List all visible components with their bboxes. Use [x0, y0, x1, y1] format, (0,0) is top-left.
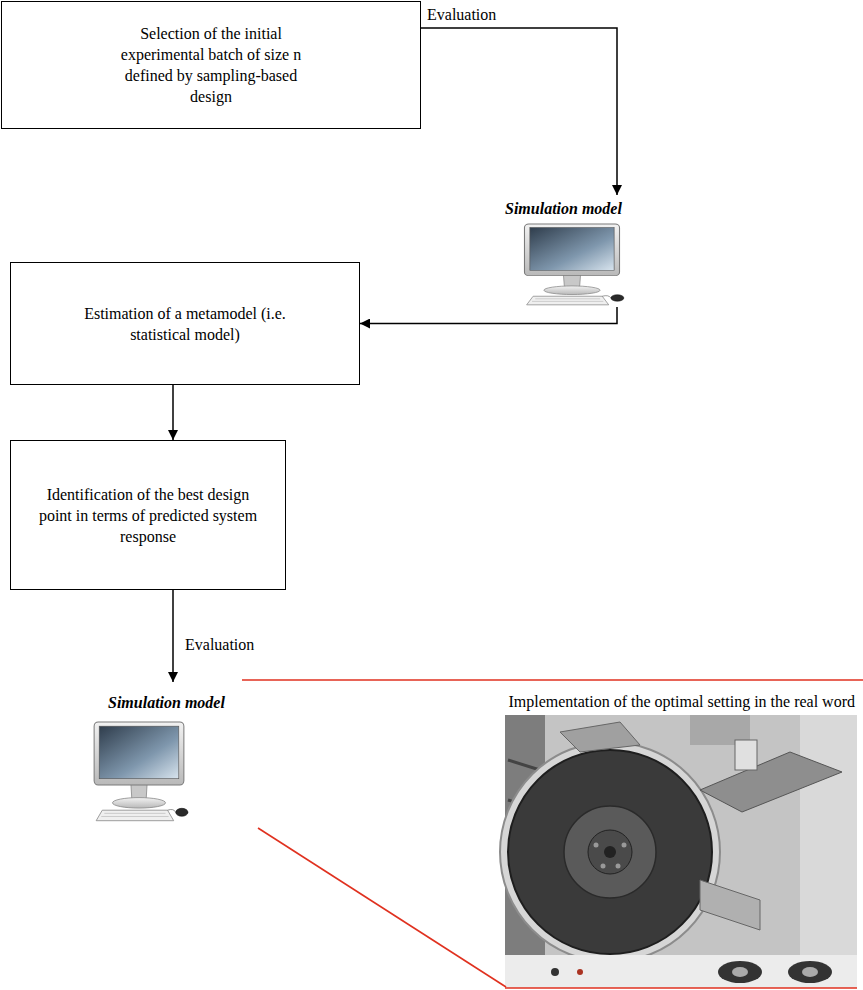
- model-title: Simulation model: [108, 692, 246, 713]
- flow-arrow: [421, 28, 617, 195]
- model-title: Simulation model: [505, 198, 641, 219]
- computer-icon: [524, 224, 623, 305]
- callout-leader: [258, 828, 506, 987]
- machine-photo: [500, 715, 857, 988]
- process-text: Identification of the best design point …: [38, 484, 258, 547]
- callout-leader: [242, 680, 863, 988]
- process-text: Estimation of a metamodel (i.e. statisti…: [65, 303, 305, 345]
- process-box: Estimation of a metamodel (i.e. statisti…: [10, 262, 360, 385]
- note-label: Implementation of the optimal setting in…: [508, 692, 855, 712]
- edge-label: Evaluation: [425, 5, 498, 25]
- process-box: Selection of the initial experimental ba…: [1, 1, 421, 129]
- callout-leader: [242, 679, 863, 681]
- computer-icon: [94, 722, 188, 821]
- simulation-node: Simulation model: [88, 682, 246, 832]
- edge-label: Evaluation: [183, 635, 256, 655]
- callout-leader: [505, 987, 857, 989]
- process-box: Identification of the best design point …: [10, 440, 286, 590]
- simulation-node: Simulation model: [500, 195, 641, 307]
- flow-arrow: [172, 385, 174, 440]
- process-text: Selection of the initial experimental ba…: [111, 23, 311, 107]
- flow-arrow: [172, 590, 174, 682]
- flow-arrow: [360, 307, 617, 324]
